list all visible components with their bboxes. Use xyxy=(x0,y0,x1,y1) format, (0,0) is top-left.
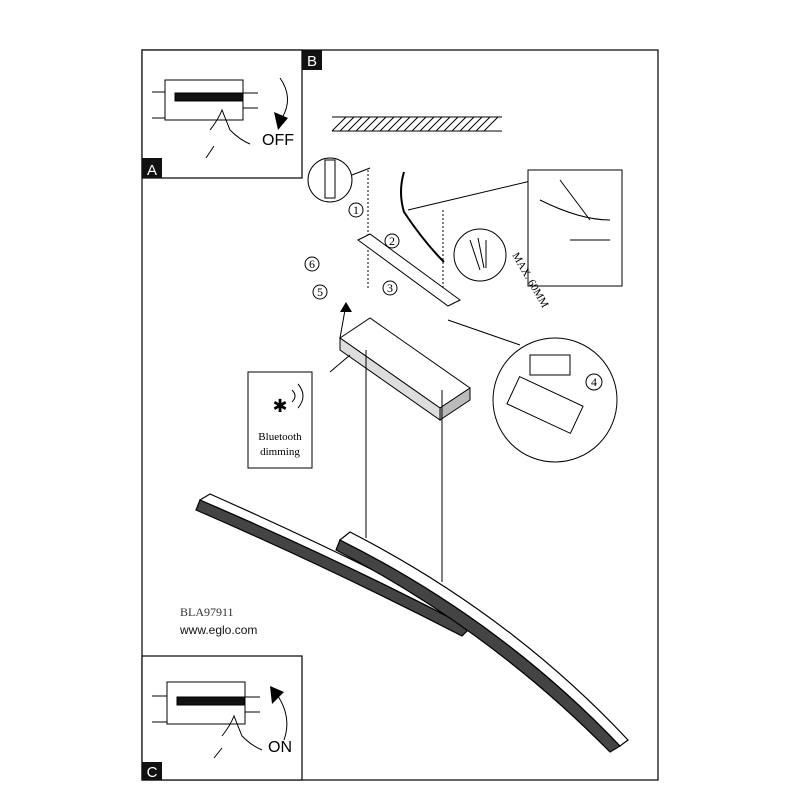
step-markers: 1 2 3 4 5 6 xyxy=(304,202,603,391)
arrow-down-icon xyxy=(279,77,288,119)
dowel-detail xyxy=(307,157,444,300)
terminal-detail xyxy=(447,319,618,463)
website-link[interactable]: www.eglo.com xyxy=(179,623,257,637)
step-2: 2 xyxy=(389,234,395,248)
circuit-breaker-icon xyxy=(152,79,258,121)
page-frame xyxy=(141,49,659,781)
step-3: 3 xyxy=(387,281,393,295)
bluetooth-callout: ✱ Bluetooth dimming xyxy=(247,371,313,469)
label-c-badge xyxy=(142,762,162,780)
canopy xyxy=(339,302,471,421)
panel-switch-off: B A OFF xyxy=(141,49,322,179)
label-a-badge xyxy=(142,158,162,178)
mounting-bracket xyxy=(357,233,461,307)
arrow-up-icon xyxy=(277,695,288,741)
mains-cable xyxy=(400,171,445,263)
label-c: C xyxy=(147,764,158,781)
label-a: A xyxy=(147,162,157,179)
off-text: OFF xyxy=(262,132,294,149)
panel-switch-on: C ON xyxy=(141,655,303,781)
circuit-breaker-icon xyxy=(152,681,260,725)
bluetooth-icon: ✱ xyxy=(272,396,287,416)
bluetooth-line2: dimming xyxy=(260,446,300,458)
hand-icon xyxy=(213,714,263,759)
ceiling-hatch xyxy=(331,116,502,132)
step-6: 6 xyxy=(309,257,315,271)
on-text: ON xyxy=(268,739,292,756)
signal-icon xyxy=(291,383,304,409)
cable-callout-line xyxy=(407,179,536,211)
step-1: 1 xyxy=(353,203,359,217)
wire-strip-detail: MAX. 60MM xyxy=(453,169,623,310)
model-number: BLA97911 xyxy=(180,605,234,619)
label-b: B xyxy=(307,53,317,70)
bluetooth-line1: Bluetooth xyxy=(258,431,302,443)
label-b-badge xyxy=(302,50,322,70)
step-5: 5 xyxy=(317,285,323,299)
hand-icon xyxy=(205,108,251,159)
step-4: 4 xyxy=(591,375,597,389)
luminaire xyxy=(195,493,629,753)
